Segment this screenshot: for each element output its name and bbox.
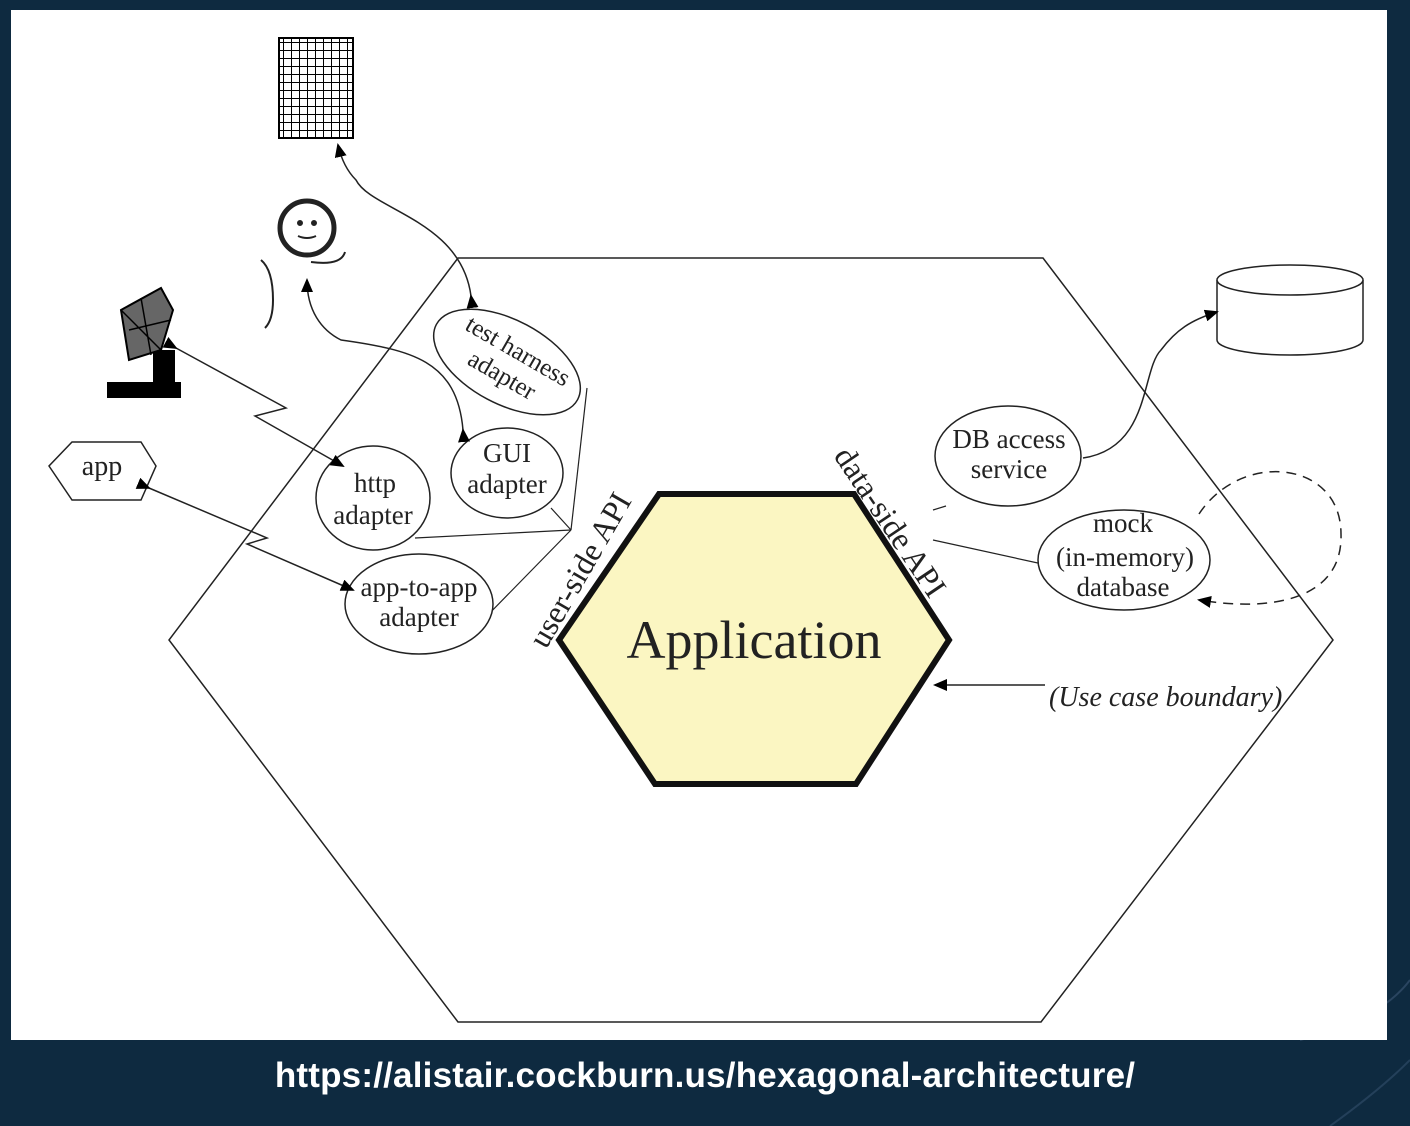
db-access-to-database-arrow bbox=[1082, 309, 1219, 459]
mock-database-adapter[interactable]: mock (in-memory) database bbox=[1037, 508, 1211, 611]
screen-icon bbox=[278, 37, 354, 139]
person-icon bbox=[260, 198, 346, 329]
use-case-boundary-note: (Use case boundary) bbox=[1049, 682, 1282, 713]
application-label: Application bbox=[627, 610, 882, 670]
diagram-panel: Application user-side API data-side API … bbox=[11, 10, 1387, 1040]
external-app-label: app bbox=[82, 451, 122, 482]
app-to-app-adapter[interactable]: app-to-app adapter bbox=[344, 553, 494, 655]
database-icon bbox=[1216, 264, 1364, 356]
gui-adapter-line2: adapter bbox=[467, 469, 546, 499]
mock-db-line1: mock bbox=[1093, 508, 1153, 538]
http-adapter-line2: adapter bbox=[333, 500, 412, 530]
mock-db-dashed-loop bbox=[1197, 470, 1342, 608]
gui-adapter[interactable]: GUI adapter bbox=[450, 427, 564, 519]
source-url-caption[interactable]: https://alistair.cockburn.us/hexagonal-a… bbox=[274, 1056, 1136, 1095]
http-adapter[interactable]: http adapter bbox=[315, 445, 431, 551]
connection-arrows bbox=[135, 143, 1045, 691]
gui-adapter-line1: GUI bbox=[483, 438, 531, 468]
outer-hexagon bbox=[168, 257, 1334, 1023]
http-adapter-line1: http bbox=[354, 468, 396, 498]
db-access-line1: DB access bbox=[952, 424, 1065, 454]
application-hexagon bbox=[555, 491, 953, 787]
hexagonal-architecture-diagram: Application user-side API data-side API … bbox=[48, 37, 1364, 1023]
mock-db-line3: database bbox=[1077, 572, 1170, 602]
db-access-line2: service bbox=[971, 454, 1047, 484]
test-harness-adapter[interactable]: test harness adapter bbox=[417, 287, 598, 436]
app-to-app-line1: app-to-app bbox=[361, 572, 478, 602]
mock-db-line2: (in-memory) bbox=[1056, 542, 1194, 572]
app-to-app-line2: adapter bbox=[379, 602, 458, 632]
satellite-dish-icon bbox=[107, 286, 181, 398]
external-app-node[interactable]: app bbox=[48, 441, 157, 501]
db-access-service[interactable]: DB access service bbox=[934, 405, 1082, 507]
adapter-boundary-lines bbox=[414, 387, 1048, 621]
